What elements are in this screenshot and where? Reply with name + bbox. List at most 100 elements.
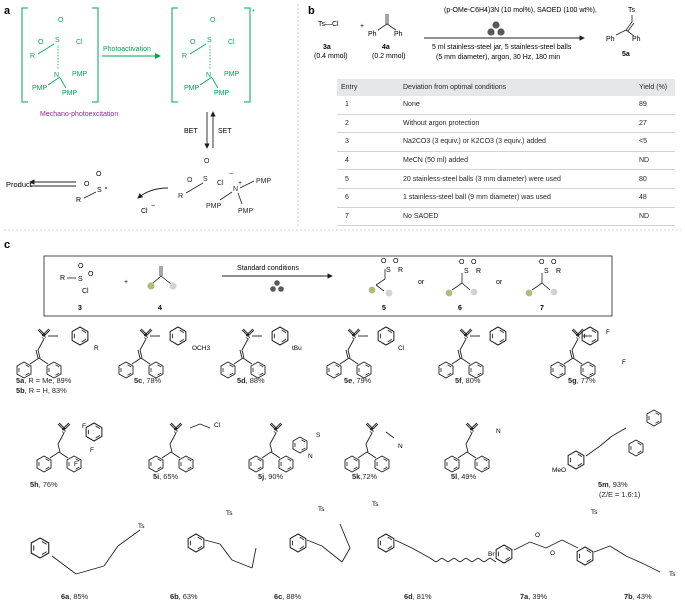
bond bbox=[169, 432, 177, 445]
benzene-ring bbox=[118, 361, 134, 379]
panel-label-a: a bbox=[4, 5, 11, 17]
atom-r: R bbox=[76, 197, 81, 204]
substituent-f: F bbox=[622, 359, 626, 366]
bond bbox=[599, 435, 613, 447]
caption-text: , 43% bbox=[632, 592, 652, 601]
caption-5m-ratio: (Z/E = 1.6:1) bbox=[599, 490, 640, 499]
bond bbox=[321, 545, 343, 563]
benzene-ring bbox=[36, 455, 52, 473]
bond bbox=[348, 357, 359, 365]
atom-o: O bbox=[210, 17, 216, 24]
bond bbox=[35, 349, 39, 359]
caption-text: , 79% bbox=[352, 376, 372, 385]
caption-text: , 81% bbox=[412, 592, 432, 601]
standard-conditions-label: Standard conditions bbox=[237, 265, 299, 272]
atom-n: N bbox=[206, 72, 211, 79]
atom-s: S bbox=[174, 428, 179, 435]
atom-cl: Cl bbox=[217, 180, 224, 187]
substituent-och3: OCH3 bbox=[192, 345, 210, 352]
bond bbox=[37, 349, 41, 359]
benzene-ring bbox=[344, 455, 360, 473]
charge-plus: + bbox=[238, 180, 242, 187]
ts-label: Ts bbox=[226, 510, 233, 517]
bond bbox=[366, 451, 377, 459]
bond bbox=[593, 545, 611, 553]
bond bbox=[411, 547, 431, 559]
plus-sign: + bbox=[360, 23, 364, 30]
product-label: Product bbox=[6, 180, 33, 189]
bond bbox=[241, 349, 245, 359]
bond bbox=[251, 547, 257, 569]
benzene-ring bbox=[495, 544, 513, 564]
cell-entry: 7 bbox=[337, 207, 399, 227]
compound-id: 5b bbox=[16, 386, 25, 395]
bond bbox=[545, 539, 563, 549]
atom-s: S bbox=[78, 276, 83, 283]
bond bbox=[339, 523, 351, 549]
compound-id: 5m bbox=[598, 480, 609, 489]
atom-r: R bbox=[476, 268, 481, 275]
atom-o: O bbox=[459, 259, 465, 266]
ph-label: Ph bbox=[606, 36, 615, 43]
bond bbox=[457, 349, 461, 359]
bond bbox=[394, 539, 413, 549]
compound-id: 5a bbox=[16, 376, 25, 385]
pyrazole-n: N bbox=[398, 443, 403, 450]
bond bbox=[161, 451, 172, 459]
bond bbox=[569, 349, 573, 359]
compound-id: 5h bbox=[30, 480, 39, 489]
reagent-4a-amount: (0.2 mmol) bbox=[372, 53, 405, 60]
compound-id: 5g bbox=[568, 376, 577, 385]
excited-star: * bbox=[252, 9, 255, 16]
bond bbox=[269, 432, 277, 445]
cell-entry: 4 bbox=[337, 151, 399, 171]
ze-ratio: (Z/E = 1.6:1) bbox=[599, 490, 641, 499]
bond bbox=[611, 427, 627, 437]
pmp-label: PMP bbox=[184, 85, 200, 92]
bond bbox=[231, 559, 253, 569]
chloride-release-arrow bbox=[137, 187, 169, 199]
caption-5m: 5m, 93% bbox=[598, 480, 628, 489]
caption-text: , 39% bbox=[528, 592, 548, 601]
benzene-ring bbox=[178, 455, 194, 473]
bond bbox=[489, 557, 497, 563]
reagent-3a: 3a bbox=[323, 44, 331, 51]
plus-sign: + bbox=[124, 279, 128, 286]
panel-label-c: c bbox=[4, 239, 10, 251]
bond bbox=[37, 338, 45, 351]
charge-minus: − bbox=[229, 171, 233, 178]
label-6: 6 bbox=[458, 305, 462, 312]
substituent-f: F bbox=[82, 423, 86, 430]
benzene-ring bbox=[220, 361, 236, 379]
radical-ion-pair: O O S Cl − R N + PMP PMP PMP bbox=[178, 158, 272, 215]
bond bbox=[529, 541, 547, 549]
caption-6b: 6b, 63% bbox=[170, 592, 198, 601]
pmp-label: PMP bbox=[62, 90, 78, 97]
compound-id: 5e bbox=[344, 376, 353, 385]
compound-id: 5l bbox=[451, 472, 458, 481]
compound-id: 7a bbox=[520, 592, 529, 601]
atom-r: R bbox=[30, 53, 35, 60]
cell-yield: 27 bbox=[635, 114, 675, 134]
label-3: 3 bbox=[78, 305, 82, 312]
bond bbox=[29, 357, 40, 365]
atom-o: O bbox=[539, 259, 545, 266]
benzene-ring bbox=[169, 326, 187, 346]
bond bbox=[513, 541, 531, 551]
bond bbox=[270, 451, 281, 459]
pmp-label: PMP bbox=[214, 90, 230, 97]
ts-label: Ts bbox=[669, 571, 676, 578]
ph-label: Ph bbox=[394, 31, 403, 38]
sulfonyl-radical: O O S R bbox=[76, 171, 107, 204]
caption-text: , 90% bbox=[264, 472, 284, 481]
bond bbox=[483, 557, 491, 563]
benzene-ring bbox=[278, 455, 294, 473]
bond bbox=[306, 539, 323, 547]
optimization-table: Entry Deviation from optimal conditions … bbox=[337, 79, 675, 227]
bond bbox=[339, 357, 350, 365]
bond bbox=[572, 357, 583, 365]
bond bbox=[465, 432, 473, 445]
carbonyl-o: O bbox=[550, 550, 555, 557]
